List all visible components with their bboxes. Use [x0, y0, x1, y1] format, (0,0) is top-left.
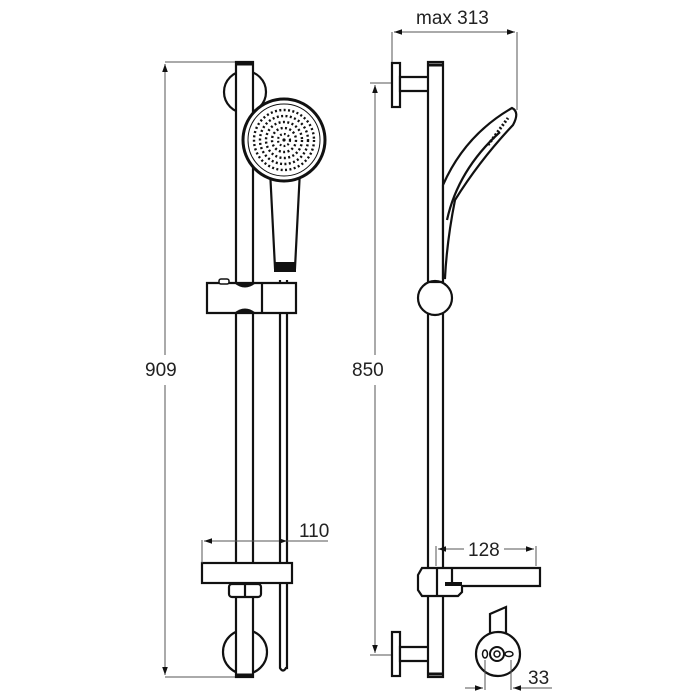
bracket-section-detail: 33	[465, 605, 552, 691]
hand-shower-side	[441, 106, 518, 280]
dimension-hose-offset: 110	[201, 521, 329, 563]
dimension-soap-dish-depth: 128	[435, 540, 537, 566]
bottom-bracket-side	[390, 630, 402, 678]
dim-909-label: 909	[145, 360, 177, 381]
top-bracket-side	[390, 61, 402, 109]
front-view: 909	[145, 60, 329, 679]
soap-dish-side	[416, 566, 542, 598]
rail	[234, 60, 255, 679]
dim-33-label: 33	[528, 668, 549, 689]
dimension-max-projection: max 313	[391, 8, 518, 110]
hose	[278, 280, 289, 672]
hand-shower-front	[241, 97, 327, 272]
rail-side	[426, 60, 445, 679]
side-view: max 313 850	[352, 8, 542, 679]
dim-850-label: 850	[352, 360, 384, 381]
dimension-fixing-distance: 850	[352, 82, 392, 656]
dim-110-label: 110	[299, 521, 329, 542]
dimension-overall-height: 909	[145, 61, 240, 678]
slider-ball-side	[416, 279, 454, 317]
soap-dish-front	[200, 561, 294, 599]
dim-max313-label: max 313	[416, 8, 489, 29]
slider-front	[205, 278, 298, 315]
dimension-bracket-diameter: 33	[465, 660, 552, 691]
dim-128-label: 128	[468, 540, 500, 561]
